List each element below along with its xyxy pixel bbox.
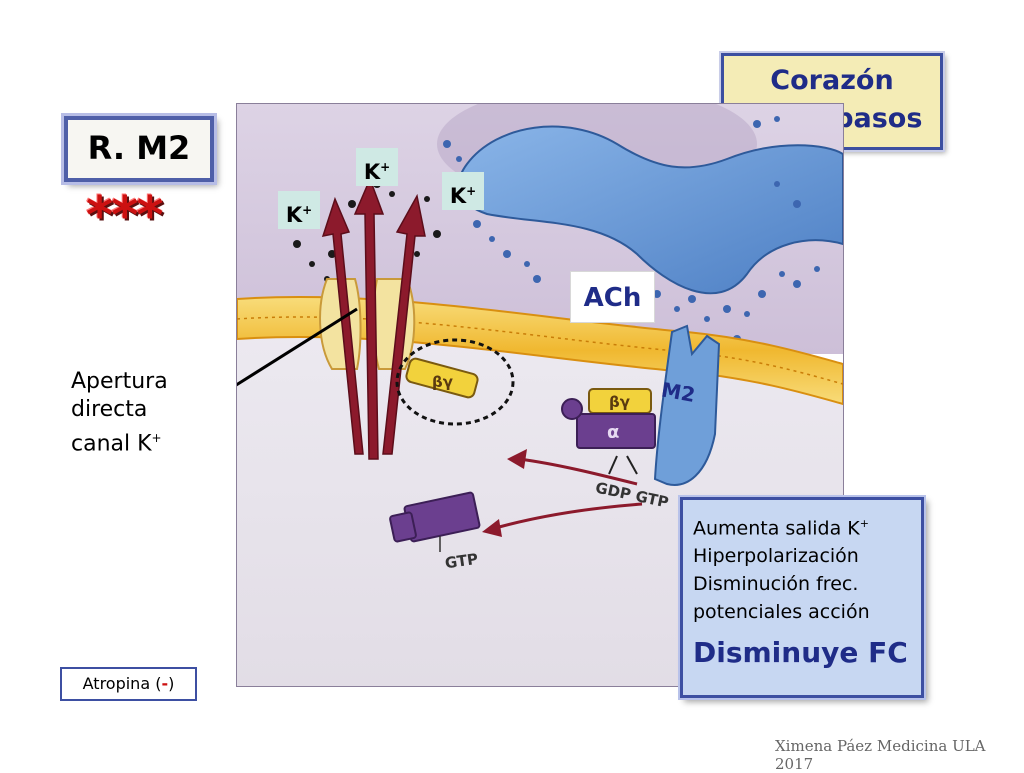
beta-gamma-free-label: βγ — [432, 373, 453, 391]
beta-gamma-bound-label: βγ — [609, 393, 630, 411]
alpha-gtp: GTP — [389, 491, 481, 572]
effect-conclusion: Disminuye FC — [693, 636, 908, 670]
activation-arrows — [491, 457, 643, 531]
ach-label: ACh — [583, 283, 642, 313]
atropina-box: Atropina (-) — [60, 667, 197, 701]
atropina-label: Atropina — [82, 674, 151, 693]
apertura-pointer — [237, 307, 358, 387]
title-box: R. M2 — [64, 116, 214, 182]
channel-opening-label: Apertura directa canal K+ — [71, 368, 168, 458]
g-protein-bound: βγ α — [561, 388, 656, 449]
apertura-line2: directa — [71, 397, 148, 422]
tissue-label-line1: Corazón — [770, 65, 894, 96]
atropina-sign: - — [161, 674, 169, 693]
k-efflux-arrows — [321, 176, 426, 460]
effect-line-1: Aumenta salida K+ — [693, 517, 869, 540]
importance-stars: *** — [86, 186, 164, 246]
effects-box: Aumenta salida K+ Hiperpolarización Dism… — [680, 497, 924, 698]
title-text: R. M2 — [87, 129, 191, 167]
beta-gamma-free: βγ — [395, 338, 515, 426]
atropina-open: ( — [155, 674, 162, 693]
effect-line-3: Disminución frec. — [693, 573, 859, 596]
effect-line-2: Hiperpolarización — [693, 545, 859, 568]
m2-receptor — [653, 324, 721, 486]
ach-label-box: ACh — [570, 271, 655, 323]
alpha-label: α — [607, 422, 619, 443]
nerve-terminal — [457, 125, 843, 295]
apertura-line3: canal K+ — [71, 431, 162, 457]
k-ion-label-top: K+ — [356, 148, 398, 186]
m2-label: M2 — [660, 377, 697, 407]
k-ion-label-left: K+ — [278, 191, 320, 229]
k-ion-label-right: K+ — [442, 172, 484, 210]
apertura-line1: Apertura — [71, 369, 168, 394]
atropina-close: ) — [168, 674, 175, 693]
effect-line-4: potenciales acción — [693, 601, 870, 624]
gtp-label: GTP — [444, 550, 479, 572]
